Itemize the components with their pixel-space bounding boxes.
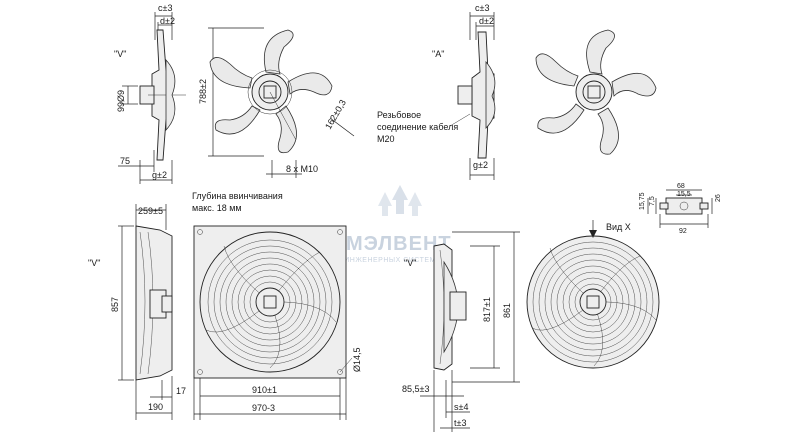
dim-99: 99Ø9 <box>116 90 126 112</box>
impeller-front-view-2 <box>535 29 657 155</box>
dim-hole: Ø14,5 <box>352 347 362 372</box>
dim-17: 17 <box>176 386 186 396</box>
dim-75: 75 <box>120 156 130 166</box>
dim-857: 857 <box>110 297 120 312</box>
dim-t: t±3 <box>454 418 466 428</box>
view-label-v-2: "V" <box>88 258 100 268</box>
dim-26: 26 <box>715 194 722 202</box>
dim-15-5: 15,5 <box>677 191 691 198</box>
dim-d-2: d±2 <box>479 16 494 26</box>
dim-g-1: g±2 <box>152 170 167 180</box>
dim-970: 970-3 <box>252 403 275 413</box>
dim-s: s±4 <box>454 402 468 412</box>
side-view-bottom-center <box>420 231 520 432</box>
side-view-top-left <box>118 12 186 184</box>
cable-note-1: Резьбовое <box>377 110 421 120</box>
view-label-v-1: "V" <box>114 49 126 59</box>
cable-note-2: соединение кабеля <box>377 122 458 132</box>
dim-d-1: d±2 <box>160 16 175 26</box>
watermark-tagline: ПОСТАВКИ ИНЖЕНЕРНЫХ СИСТЕМ <box>300 257 436 264</box>
dim-85: 85,5±3 <box>402 384 429 394</box>
side-view-top-center <box>457 12 496 180</box>
depth-note-2: макс. 18 мм <box>192 203 242 213</box>
dim-162: 162±0,3 <box>323 98 348 131</box>
cable-note-3: M20 <box>377 134 395 144</box>
side-view-bottom-left <box>118 204 173 420</box>
view-label-a: "A" <box>432 49 444 59</box>
watermark-logo <box>378 185 422 216</box>
round-guard-front-view <box>526 220 660 369</box>
dim-259: 259±5 <box>138 206 163 216</box>
view-label-x: Вид X <box>606 222 631 232</box>
dim-15-75: 15,75 <box>639 192 646 210</box>
dim-861: 861 <box>502 303 512 318</box>
dim-910: 910±1 <box>252 385 277 395</box>
dim-g-2: g±2 <box>473 160 488 170</box>
dim-c-2: c±3 <box>475 3 489 13</box>
dim-68: 68 <box>677 183 685 190</box>
dim-7-5: 7,5 <box>649 196 656 206</box>
terminal-box-detail <box>647 189 713 228</box>
impeller-front-view-1 <box>208 27 355 178</box>
dim-817: 817±1 <box>482 297 492 322</box>
view-label-v-3: "V" <box>404 258 416 268</box>
dim-788: 788±2 <box>198 79 208 104</box>
dim-92: 92 <box>679 228 687 235</box>
dim-bolts: 8 x M10 <box>286 164 318 174</box>
depth-note-1: Глубина ввинчивания <box>192 191 283 201</box>
dim-c-1: c±3 <box>158 3 172 13</box>
square-guard-front-view <box>193 225 353 420</box>
dim-190: 190 <box>148 402 163 412</box>
